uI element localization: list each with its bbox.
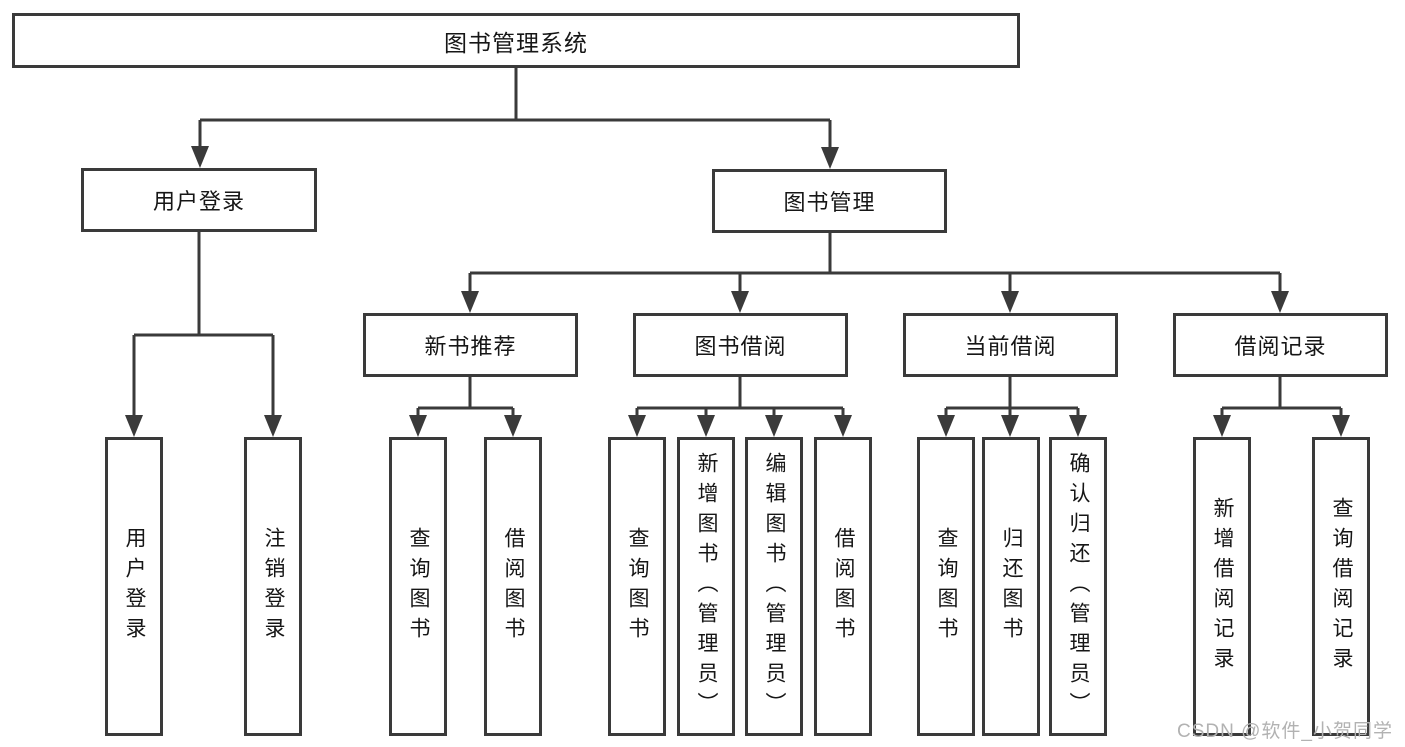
leaf-add-borrow-record: 新增借阅记录 xyxy=(1193,437,1251,736)
leaf-edit-book-admin: 编辑图书（管理员） xyxy=(745,437,803,736)
leaf-user-login: 用户登录 xyxy=(105,437,163,736)
connector-current-borrow-children xyxy=(937,377,1087,437)
node-root-system: 图书管理系统 xyxy=(12,13,1020,68)
node-borrow-records: 借阅记录 xyxy=(1173,313,1388,377)
node-book-borrow: 图书借阅 xyxy=(633,313,848,377)
leaf-confirm-return-admin: 确认归还（管理员） xyxy=(1049,437,1107,736)
leaf-logout: 注销登录 xyxy=(244,437,302,736)
leaf-query-borrow-record: 查询借阅记录 xyxy=(1312,437,1370,736)
leaf-borrow-book-recommend: 借阅图书 xyxy=(484,437,542,736)
leaf-return-book: 归还图书 xyxy=(982,437,1040,736)
leaf-add-book-admin: 新增图书（管理员） xyxy=(677,437,735,736)
connector-book-borrow-children xyxy=(628,377,852,437)
leaf-query-book-current: 查询图书 xyxy=(917,437,975,736)
connector-root-to-level2 xyxy=(191,68,839,169)
node-book-management: 图书管理 xyxy=(712,169,947,233)
csdn-watermark: CSDN @软件_小贺同学 xyxy=(1177,721,1393,742)
leaf-borrow-book: 借阅图书 xyxy=(814,437,872,736)
node-new-book-recommend: 新书推荐 xyxy=(363,313,578,377)
node-current-borrow: 当前借阅 xyxy=(903,313,1118,377)
connector-user-login-children xyxy=(125,232,282,437)
node-user-login: 用户登录 xyxy=(81,168,317,232)
connector-borrow-records-children xyxy=(1213,377,1350,437)
connector-new-book-rec-children xyxy=(409,377,522,437)
connector-book-mgmt-children xyxy=(461,233,1289,313)
leaf-query-book-borrow: 查询图书 xyxy=(608,437,666,736)
leaf-query-book-recommend: 查询图书 xyxy=(389,437,447,736)
